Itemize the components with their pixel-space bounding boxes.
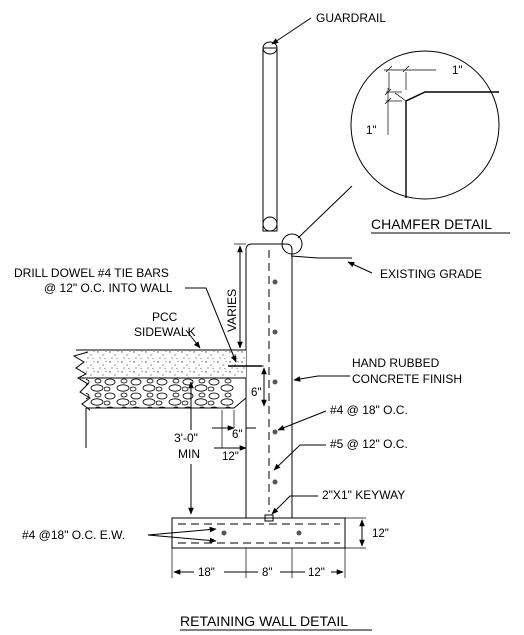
rebar-5-12-label: #5 @ 12" O.C. [330,437,408,451]
sidewalk-offset-label: 6" [232,429,242,441]
guardrail-label: GUARDRAIL [316,11,386,25]
sidewalk-setback-label: 12" [222,451,239,463]
footing [171,514,346,549]
rebar-5-12-leader [273,444,326,471]
footing-rebar-label: #4 @18" O.C. E.W. [22,528,125,542]
rebar-4-18-label: #4 @ 18" O.C. [330,403,408,417]
existing-grade-label: EXISTING GRADE [380,267,482,281]
wall-stem [245,243,293,518]
footing-mid-dim: 8" [262,567,272,579]
footing-left-dim: 18" [198,567,215,579]
pcc-label-1: PCC [152,310,178,324]
dowel-depth-label: 6" [251,387,261,399]
drawing-title: RETAINING WALL DETAIL [180,613,348,629]
drill-dowel-leader [185,287,237,363]
drill-dowel-label-2: @ 12" O.C. INTO WALL [44,281,173,295]
footing-rebar-leader-1 [147,526,217,536]
min-depth-label-2: MIN [178,447,200,461]
existing-grade-line [290,255,352,259]
footing-rebar-leader-2 [147,534,217,544]
keyway-leader [271,495,318,515]
drill-dowel-label-1: DRILL DOWEL #4 TIE BARS [14,266,169,280]
pcc-label-2: SIDEWALK [134,325,196,339]
min-depth-label-1: 3'-0" [174,431,198,445]
chamfer-detail-title: CHAMFER DETAIL [371,216,492,232]
rebar-4-18-leader [277,410,327,431]
chamfer-detail-circle [350,50,500,200]
footing-thickness-label: 12" [372,528,389,540]
guardrail [262,41,278,232]
guardrail-leader [271,17,312,45]
varies-label: VARIES [225,289,239,332]
chamfer-h-dim: 1" [452,65,462,77]
chamfer-leader [297,185,353,239]
pcc-leader [185,329,201,349]
hand-rubbed-leader [293,375,350,382]
chamfer-v-dim: 1" [366,125,376,137]
hand-rubbed-label-1: HAND RUBBED [352,356,440,370]
footing-right-dim: 12" [308,567,325,579]
keyway-label: 2"X1" KEYWAY [322,488,405,502]
sidewalk-section [72,349,247,448]
existing-grade-leader [347,261,373,274]
hand-rubbed-label-2: CONCRETE FINISH [352,372,462,386]
